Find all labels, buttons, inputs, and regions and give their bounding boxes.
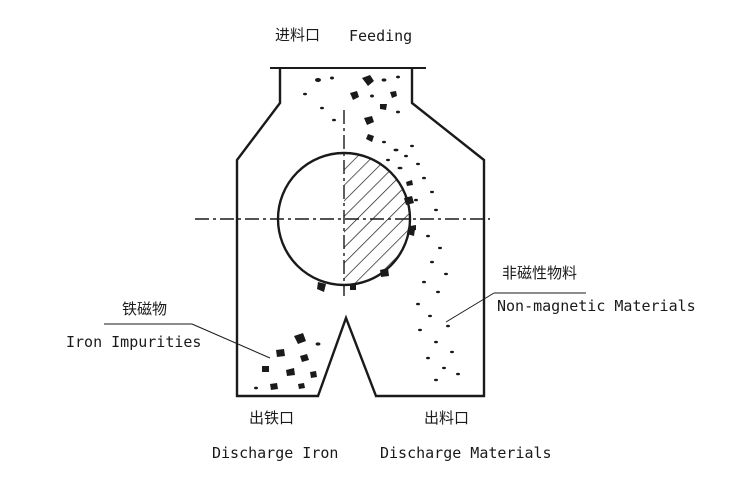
discharge-materials-label-cn: 出料口 [424,409,470,427]
discharge-iron-label-en: Discharge Iron [212,444,339,462]
iron-leader-line [191,323,271,359]
iron-particles [254,333,321,390]
feeding-label-en: Feeding [349,27,413,45]
separator-housing [235,68,486,398]
discharge-materials-label-en: Discharge Materials [380,444,552,462]
feed-particles [303,75,400,142]
discharge-iron-label-cn: 出铁口 [249,409,295,427]
non-magnetic-label-en: Non-magnetic Materials [497,297,696,315]
nonmagnetic-leader-line [445,292,495,323]
nonmagnetic-particles [382,140,460,382]
iron-impurities-label-en: Iron Impurities [66,333,202,351]
feeding-label-cn: 进料口 [275,26,321,44]
non-magnetic-label-cn: 非磁性物料 [502,264,578,282]
drum-attached-particles [317,196,415,292]
iron-impurities-label-cn: 铁磁物 [122,300,168,318]
